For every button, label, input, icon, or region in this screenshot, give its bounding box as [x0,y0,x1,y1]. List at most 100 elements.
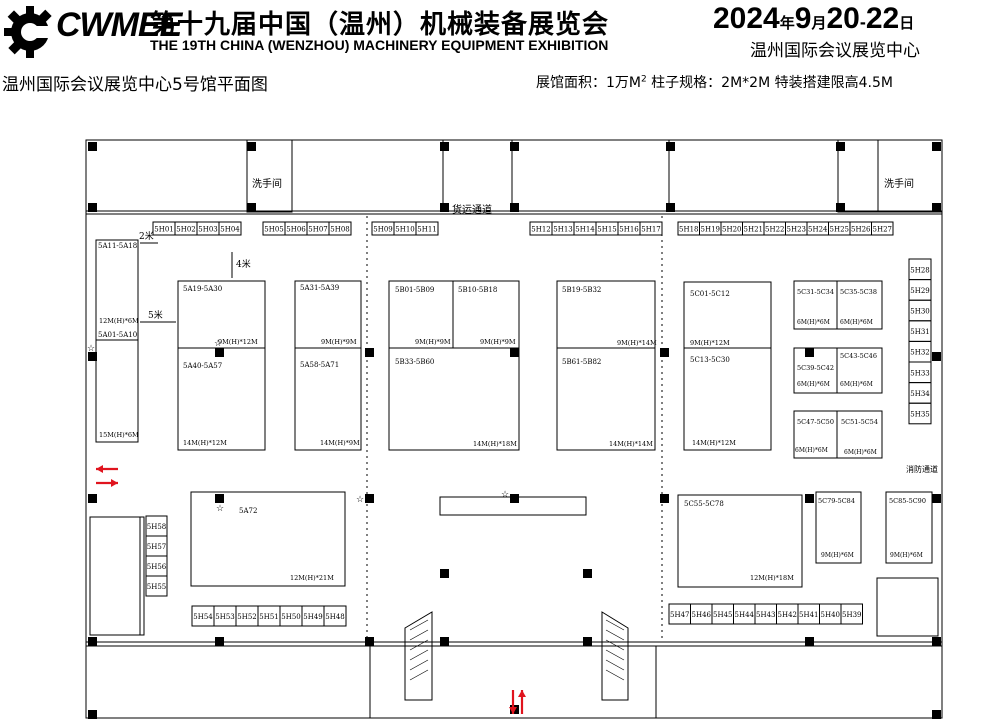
pillar [660,494,669,503]
logo-wordmark: CWMEE [56,6,182,44]
pillar [440,203,449,212]
zone-height-spec: 9M(H)*9M [321,338,357,346]
venue-name: 温州国际会议展览中心 [750,41,920,61]
booth-5H55 [145,575,168,597]
zone-name: 5A11-5A18 [98,242,137,250]
booth-label: 5H56 [147,563,167,571]
booth-label: 5H25 [830,226,849,234]
pillar [836,142,845,151]
pillar [583,569,592,578]
booth-label: 5H06 [286,226,306,234]
booth-label: 5H24 [808,226,828,234]
zone-name: 5A31-5A39 [300,284,339,292]
pillar [805,348,814,357]
zone-height-spec: 6M(H)*6M [797,319,830,326]
zone-name: 5A19-5A30 [183,285,222,293]
star-icon: ☆ [356,495,364,505]
booth-label: 5H50 [281,613,300,621]
zone-name: 5B19-5B32 [562,286,601,294]
booth-label: 5H04 [220,226,240,234]
zone-name: 5C51-5C54 [841,418,878,426]
zone-name: 5B33-5B60 [395,358,434,366]
zone-name: 5A58-5A71 [300,361,339,369]
zone-height-spec: 9M(H)*14M [617,339,657,347]
zone-name: 5A01-5A10 [98,331,137,339]
pillar [836,203,845,212]
pillar [583,637,592,646]
star-icon: ☆ [501,490,509,500]
booth-label: 5H58 [147,523,166,531]
pillar [510,348,519,357]
booth-label: 5H30 [910,308,929,316]
booth-label: 5H09 [373,226,392,234]
pillar [215,348,224,357]
booth-label: 5H11 [417,226,436,234]
booth-label: 5H52 [237,613,256,621]
booth-label: 5H03 [198,226,217,234]
booth-label: 5H10 [395,226,414,234]
booth-5H35 [908,402,932,425]
arrow-head [509,707,517,714]
booth-label: 5H41 [799,611,818,619]
booth-label: 5H16 [619,226,639,234]
booth-label: 5H08 [330,226,349,234]
pillar [932,710,941,719]
booth-label: 5H46 [692,611,712,619]
exhibition-date: 2024年9月20-22日 [713,2,915,35]
pillar [88,352,97,361]
arrow-head [111,479,118,487]
zone-name: 5B61-5B82 [562,358,601,366]
zone-name: 5C79-5C84 [818,497,855,505]
exhibition-title: 第十九届中国（温州）机械装备展览会 [150,10,610,40]
booth-label: 5H33 [910,369,929,377]
pillar [932,203,941,212]
booth-label: 5H20 [722,226,741,234]
pillar [365,494,374,503]
dimension-2m-label: 2米 [139,230,154,242]
zone-name: 5C85-5C90 [889,497,926,505]
pillar [932,494,941,503]
pillar [365,637,374,646]
zone-height-spec: 12M(H)*21M [290,574,334,582]
booth-label: 5H44 [735,611,755,619]
zone-height-spec: 12M(H)*6M [99,317,139,325]
zone-height-spec: 14M(H)*18M [473,440,517,448]
zone-height-spec: 9M(H)*6M [890,552,923,559]
booth-label: 5H54 [193,613,213,621]
pillar [932,637,941,646]
booth-label: 5H15 [597,226,616,234]
pillar [805,494,814,503]
pillar [365,348,374,357]
zone-name: 5A40-5A57 [183,362,222,370]
pillar [440,637,449,646]
cargo-passage-label: 货运通道 [452,203,492,216]
booth-label: 5H05 [264,226,283,234]
zone-height-spec: 6M(H)*6M [840,319,873,326]
booth-5H08 [328,221,352,236]
booth-5H17 [639,221,663,236]
star-icon: ☆ [216,504,224,514]
pillar [805,637,814,646]
zone-height-spec: 6M(H)*6M [797,381,830,388]
booth-label: 5H19 [701,226,720,234]
pillar [215,494,224,503]
booth-label: 5H13 [553,226,572,234]
booth-label: 5H57 [147,543,166,551]
zone-height-spec: 6M(H)*6M [795,447,828,454]
star-icon: ☆ [214,339,222,349]
booth-label: 5H39 [842,611,861,619]
arrow-head [518,690,526,697]
zone-height-spec: 6M(H)*6M [840,381,873,388]
booth-label: 5H17 [641,226,660,234]
booth-5H27 [871,221,894,236]
zone-name: 5C13-5C30 [690,356,730,364]
zone-name: 5B10-5B18 [458,286,497,294]
booth-label: 5H31 [910,328,929,336]
zone-height-spec: 12M(H)*18M [750,574,794,582]
zone-name: 5C31-5C34 [797,288,834,296]
restroom-right-label: 洗手间 [884,177,914,190]
zone-height-spec: 9M(H)*12M [218,338,258,346]
booth-label: 5H26 [851,226,871,234]
pillar [932,142,941,151]
